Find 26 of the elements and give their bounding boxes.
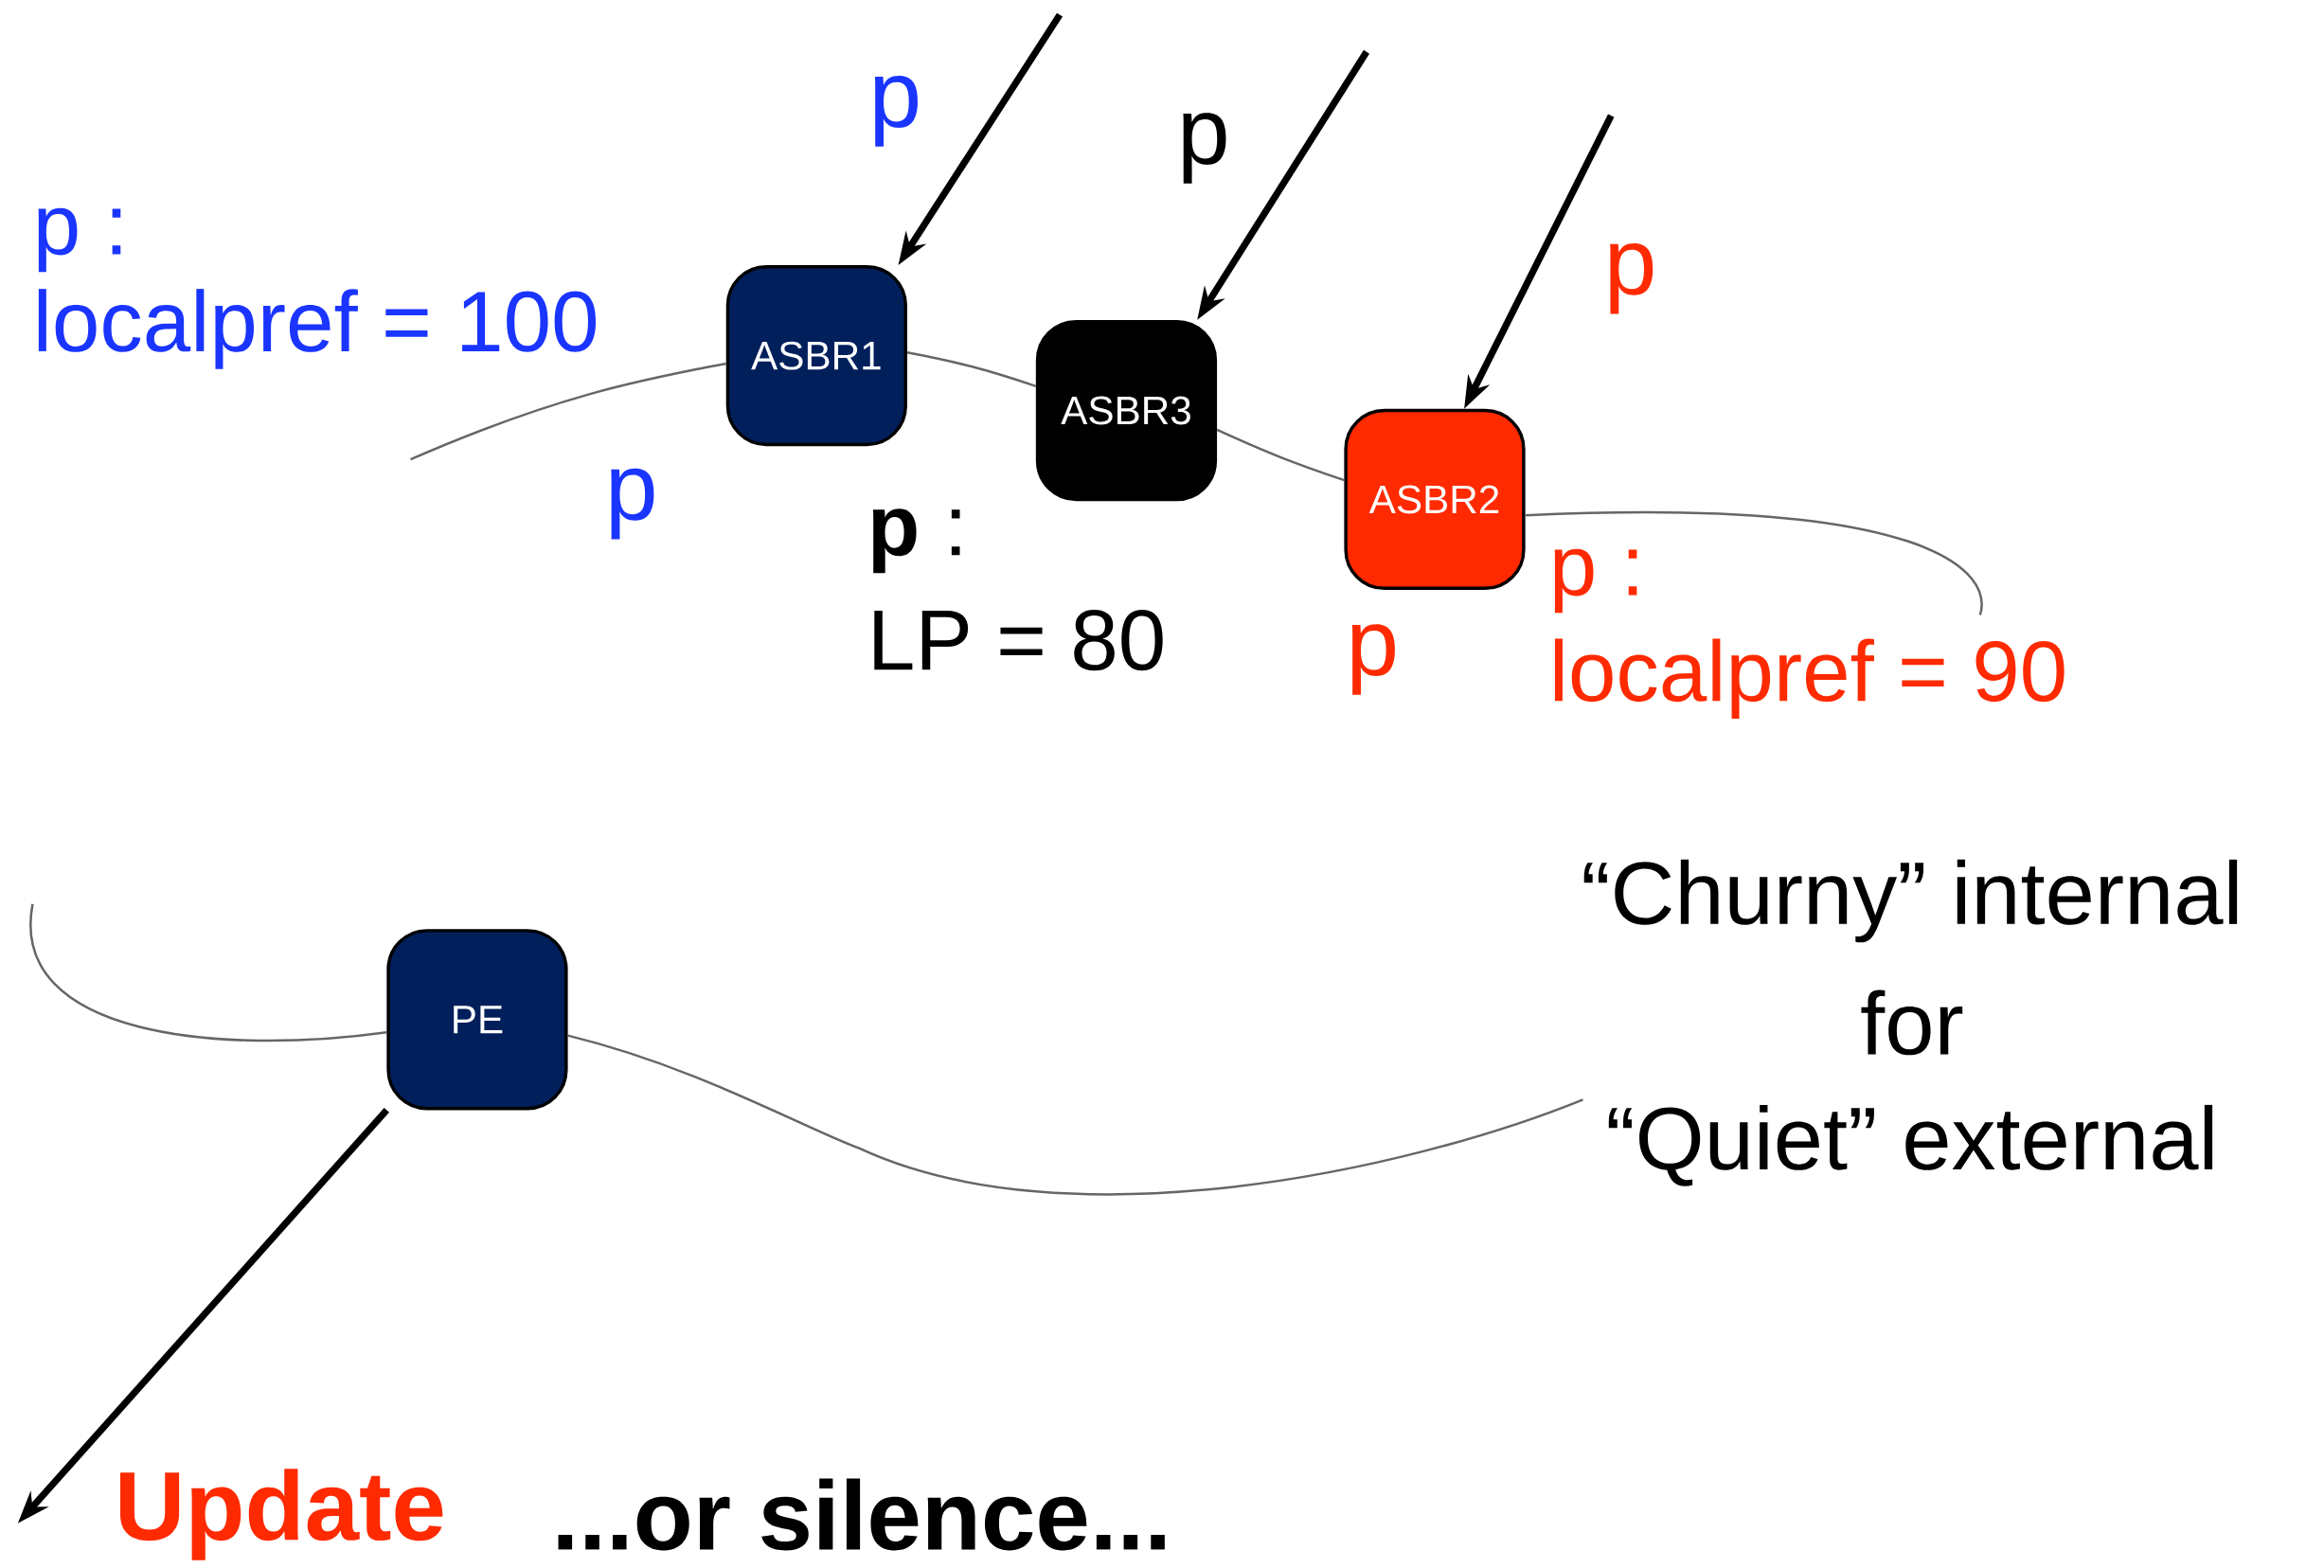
- text-label: p: [611, 468, 654, 540]
- link-line: [1525, 511, 1983, 615]
- text-label: p :: [38, 207, 121, 273]
- text-label: p: [874, 76, 918, 147]
- text-label: localpref = 90: [1554, 638, 2065, 720]
- router-box: ASBR2: [1344, 408, 1526, 591]
- link-line: [29, 903, 387, 1042]
- text-label: ...or silence...: [558, 1478, 1165, 1551]
- text-label: LP = 80: [874, 610, 1163, 671]
- text-label: Update: [120, 1469, 443, 1560]
- text-label: localpref = 100: [38, 289, 597, 369]
- router-box: PE: [386, 929, 568, 1111]
- text-label: p: [1610, 243, 1654, 314]
- router-box: ASBR1: [725, 265, 907, 447]
- text-label: p :: [872, 508, 960, 574]
- link-line: [567, 1034, 1583, 1196]
- text-label: “Quiet” external: [1608, 1105, 2213, 1186]
- link-line: [410, 362, 726, 461]
- router-box: ASBR3: [1035, 319, 1218, 502]
- text-label: for: [1861, 989, 1963, 1056]
- text-label: “Churny” internal: [1583, 859, 2238, 943]
- link-line: [1216, 428, 1345, 482]
- text-label: p: [1183, 113, 1226, 184]
- text-label: p: [1351, 624, 1395, 695]
- text-label: p :: [1554, 548, 1637, 614]
- link-line: [906, 351, 1037, 388]
